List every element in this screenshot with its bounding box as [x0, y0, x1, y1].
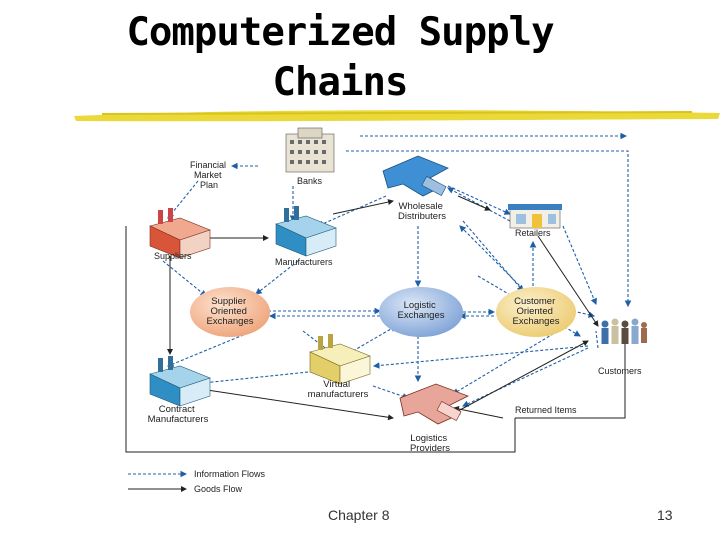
- virtual-manufacturers-icon: [309, 334, 371, 385]
- customers-icon: [601, 318, 647, 344]
- manufacturers-label: Manufacturers: [275, 257, 333, 267]
- retailers-label: Retailers: [515, 228, 551, 238]
- supplier-exchanges-label: Supplier Oriented Exchanges: [206, 296, 253, 327]
- returned-items-label: Returned Items: [515, 405, 577, 415]
- customer-oriented-exchanges-node: [496, 287, 576, 337]
- wholesale-distributers-icon: [382, 155, 449, 197]
- legend-info-label: Information Flows: [194, 469, 266, 479]
- financial-label: Financial Market Plan: [190, 160, 229, 190]
- suppliers-icon: [149, 208, 211, 259]
- contract-label: Contract Manufacturers: [148, 404, 209, 425]
- logistic-exchanges-node: [379, 287, 463, 337]
- legend-goods-label: Goods Flow: [194, 484, 243, 494]
- supplier-oriented-exchanges-node: [190, 287, 270, 337]
- title-line-1: Computerized Supply: [126, 10, 554, 55]
- wholesale-label: Wholesale Distributers: [398, 201, 446, 222]
- goods-flow-lines: [167, 195, 599, 421]
- supply-chain-diagram: Financial Market Plan Banks Wholesale Di…: [125, 127, 647, 494]
- logistic-exchanges-label: Logistic Exchanges: [397, 300, 444, 321]
- page-number: 13: [657, 507, 673, 523]
- yellow-brush-stroke: [74, 110, 720, 122]
- virtual-label: Virtual manufacturers: [308, 379, 369, 400]
- outer-frame: [125, 226, 626, 453]
- customer-exchanges-label: Customer Oriented Exchanges: [512, 296, 559, 327]
- logistics-providers-label: Logistics Providers: [410, 433, 450, 454]
- banks-label: Banks: [297, 176, 323, 186]
- logistics-providers-icon: [399, 383, 469, 425]
- customers-label: Customers: [598, 366, 642, 376]
- legend: Information Flows Goods Flow: [128, 469, 266, 494]
- retailers-icon: [508, 204, 562, 229]
- footer-chapter: Chapter 8: [328, 507, 390, 523]
- slide-title: Computerized Supply Chains: [90, 8, 590, 108]
- title-line-2: Chains: [272, 60, 409, 105]
- suppliers-label: Suppliers: [154, 251, 192, 261]
- banks-icon: [285, 127, 335, 173]
- contract-manufacturers-icon: [149, 356, 211, 407]
- manufacturers-icon: [275, 206, 337, 257]
